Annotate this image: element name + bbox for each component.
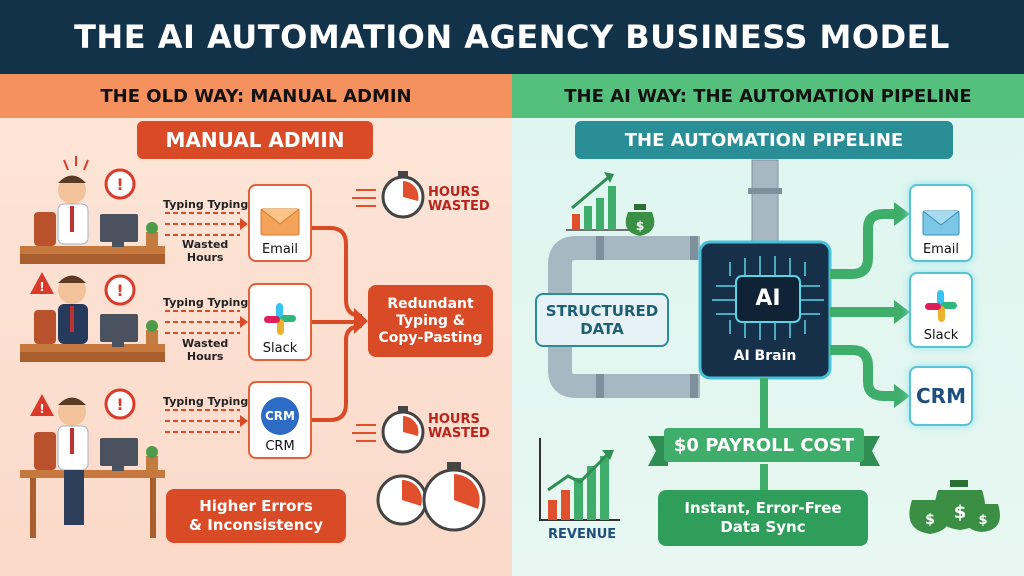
manual-admin-title: MANUAL ADMIN: [137, 121, 373, 159]
slack-label-left: Slack: [262, 341, 298, 356]
wasted-hours-label-2: Wasted Hours: [182, 337, 229, 363]
hours-wasted-label-2: HOURS WASTED: [428, 412, 490, 441]
structured-data-box: STRUCTURED DATA: [535, 293, 669, 347]
svg-text:!: !: [116, 395, 123, 414]
svg-text:!: !: [116, 175, 123, 194]
redundant-typing-box: Redundant Typing & Copy-Pasting: [368, 285, 493, 357]
slack-icon: [264, 303, 296, 335]
ai-chip-icon: [712, 256, 824, 340]
alert-icon: ! ! ! ! !: [30, 168, 136, 420]
page-title: THE AI AUTOMATION AGENCY BUSINESS MODEL: [0, 0, 1024, 74]
slack-label-right: Slack: [923, 328, 959, 343]
envelope-icon: [922, 210, 960, 236]
ai-chip-label: AI: [755, 286, 781, 311]
crm-card-right: CRM: [909, 366, 973, 426]
svg-text:$: $: [954, 502, 967, 523]
svg-text:$: $: [978, 513, 987, 528]
wasted-hours-label-1: Wasted Hours: [182, 238, 229, 264]
typing-label-1: Typing Typing: [163, 198, 249, 211]
email-card-right: Email: [909, 184, 973, 262]
payroll-cost-banner: $0 PAYROLL COST: [664, 428, 864, 462]
worker-scenes: ! ! ! ! !: [20, 156, 486, 538]
higher-errors-box: Higher Errors & Inconsistency: [166, 489, 346, 543]
svg-text:$: $: [636, 219, 644, 233]
svg-text:!: !: [39, 280, 44, 294]
svg-text:!: !: [39, 402, 44, 416]
pipe-network: [548, 159, 782, 398]
slack-icon: [925, 290, 957, 322]
data-sync-box: Instant, Error-Free Data Sync: [658, 490, 868, 546]
worker-icon-2: [20, 275, 165, 362]
crm-icon: CRM: [261, 397, 299, 435]
crm-card-left: CRM CRM: [248, 381, 312, 459]
typing-label-3: Typing Typing: [163, 395, 249, 408]
email-card-left: Email: [248, 184, 312, 262]
slack-card-left: Slack: [248, 283, 312, 361]
stopwatch-icon: [352, 171, 486, 532]
svg-text:$: $: [925, 512, 935, 528]
svg-text:!: !: [116, 281, 123, 300]
email-label-right: Email: [922, 242, 960, 257]
typing-label-2: Typing Typing: [163, 296, 249, 309]
money-bag-icon: $ $ $: [909, 480, 1000, 534]
slack-card-right: Slack: [909, 272, 973, 348]
bar-chart-icon: [539, 438, 620, 521]
envelope-icon: [260, 208, 300, 236]
ai-brain-label: AI Brain: [733, 348, 797, 364]
money-bag-icon: $: [625, 204, 655, 236]
ai-way-band: THE AI WAY: THE AUTOMATION PIPELINE: [512, 74, 1024, 118]
revenue-label: REVENUE: [548, 527, 617, 542]
worker-icon-3: [20, 397, 165, 538]
email-label-left: Email: [261, 242, 299, 257]
hours-wasted-label-1: HOURS WASTED: [428, 185, 490, 214]
worker-icon-1: [20, 175, 165, 264]
old-way-band: THE OLD WAY: MANUAL ADMIN: [0, 74, 512, 118]
crm-label-left: CRM: [265, 439, 295, 454]
bar-chart-icon: [566, 172, 640, 231]
automation-pipeline-title: THE AUTOMATION PIPELINE: [575, 121, 953, 159]
crm-label-right: CRM: [916, 384, 966, 408]
